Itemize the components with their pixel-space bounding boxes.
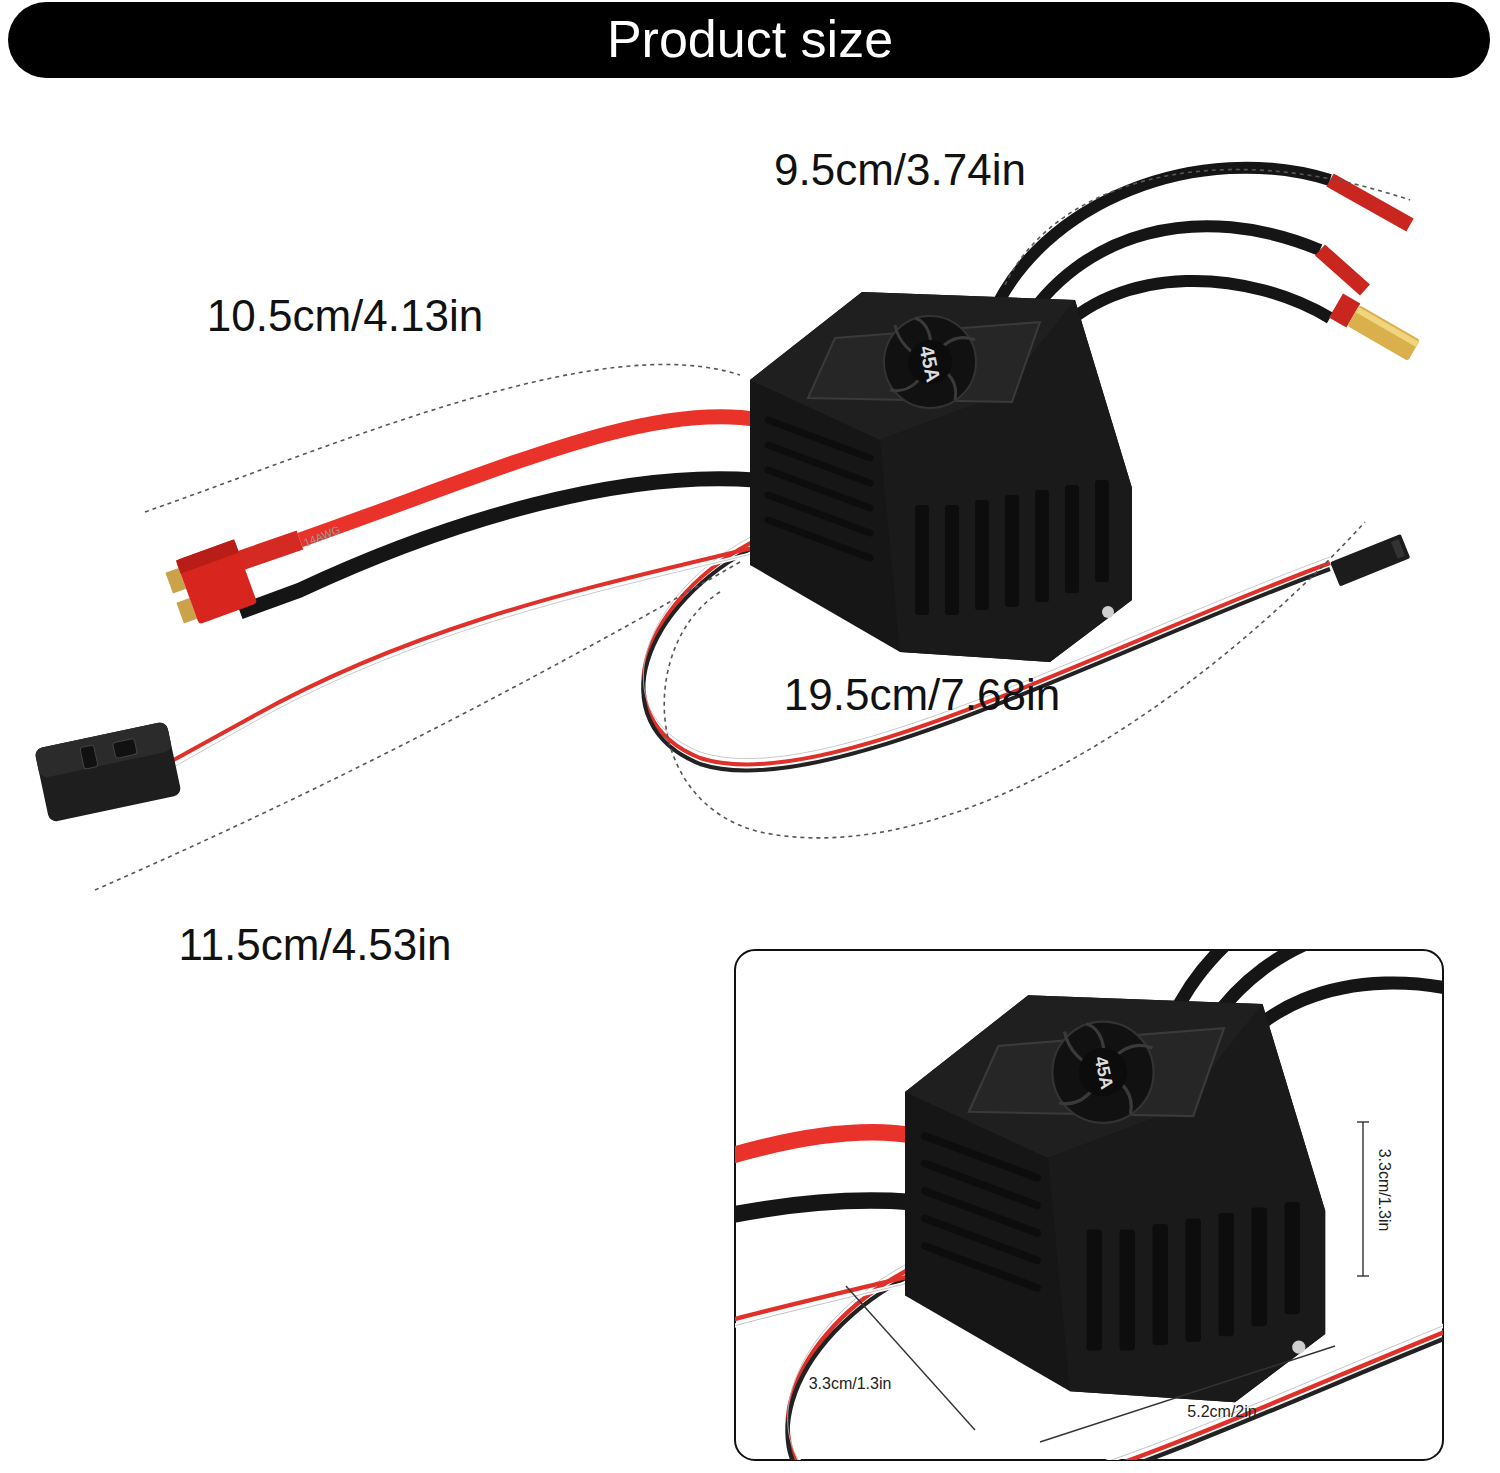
dimension-label: 9.5cm/3.74in: [774, 146, 1026, 194]
esc-inset-photo: [735, 950, 1443, 1460]
dimension-label: 19.5cm/7.68in: [784, 671, 1060, 719]
dimension-curve: [95, 170, 1410, 890]
rating-label: 45A: [915, 344, 944, 384]
esc-photo: [34, 168, 1421, 823]
dimension-line: [846, 1122, 1369, 1442]
dimension-label: 11.5cm/4.53in: [178, 921, 451, 969]
title-bar: [8, 2, 1490, 78]
dimension-label: 5.2cm/2in: [1187, 1403, 1256, 1421]
dimension-label: 10.5cm/4.13in: [207, 292, 483, 340]
wire-print: 14AWG: [302, 523, 342, 548]
dimension-label: 3.3cm/1.3in: [809, 1375, 892, 1393]
rating-label: 45A: [1090, 1055, 1116, 1091]
title: Product size: [607, 11, 893, 68]
dimension-label: 3.3cm/1.3in: [1375, 1149, 1393, 1232]
